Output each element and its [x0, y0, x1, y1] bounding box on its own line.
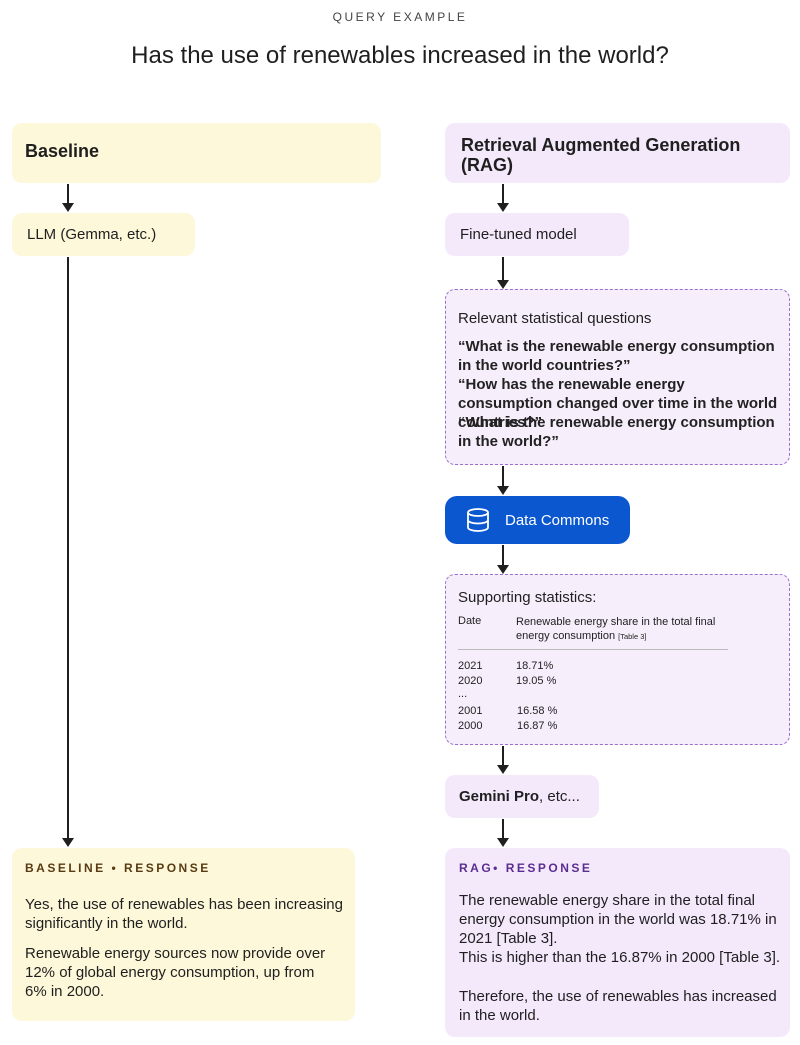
rag-header-box: Retrieval Augmented Generation (RAG)	[445, 123, 790, 183]
stats-title: Supporting statistics:	[458, 589, 597, 606]
rag-response-p3: Therefore, the use of renewables has inc…	[459, 988, 777, 1024]
data-commons-node: Data Commons	[445, 496, 630, 544]
stats-date-1: 2020	[458, 675, 483, 687]
baseline-response-box: BASELINE • RESPONSE Yes, the use of rene…	[12, 848, 355, 1021]
rag-model-box: Fine-tuned model	[445, 213, 629, 256]
arrow-rag-5	[497, 746, 509, 774]
rag-title: Retrieval Augmented Generation (RAG)	[461, 135, 741, 175]
eyebrow: QUERY EXAMPLE	[332, 10, 468, 24]
stats-date-4: 2000	[458, 720, 483, 732]
baseline-response-p2: Renewable energy sources now provide ove…	[25, 945, 326, 1000]
rag-response-p2: This is higher than the 16.87% in 2000 […	[459, 949, 781, 966]
rag-response-box: RAG• RESPONSE The renewable energy share…	[445, 848, 790, 1037]
database-icon	[465, 507, 491, 537]
gemini-box: Gemini Pro, etc...	[445, 775, 599, 818]
baseline-title: Baseline	[25, 141, 100, 161]
stats-value-1: 19.05 %	[516, 675, 557, 687]
arrow-baseline-1	[62, 184, 74, 212]
data-commons-label: Data Commons	[505, 512, 610, 529]
stats-col-value-text: Renewable energy share in the total fina…	[516, 616, 716, 642]
questions-title: Relevant statistical questions	[458, 310, 652, 327]
rag-response-label: RAG• RESPONSE	[459, 861, 593, 875]
question-1: “What is the renewable energy consumptio…	[458, 338, 775, 374]
baseline-header-box: Baseline	[12, 123, 381, 183]
stats-date-3: 2001	[458, 705, 483, 717]
stats-col-ref: [Table 3]	[618, 632, 647, 641]
arrow-rag-1	[497, 184, 509, 212]
baseline-response-p1: Yes, the use of renewables has been incr…	[25, 896, 343, 932]
arrow-rag-4	[497, 545, 509, 574]
baseline-model-label: LLM (Gemma, etc.)	[27, 226, 157, 243]
rag-response-p1: The renewable energy share in the total …	[459, 892, 777, 947]
gemini-label-bold: Gemini Pro	[459, 788, 540, 805]
gemini-label: Gemini Pro, etc...	[459, 788, 580, 805]
stats-value-3: 16.58 %	[517, 705, 558, 717]
question-3: “What is the renewable energy consumptio…	[458, 414, 775, 450]
supporting-stats-box: Supporting statistics: Date Renewable en…	[445, 574, 790, 745]
questions-box: Relevant statistical questions “What is …	[445, 289, 790, 465]
baseline-response-label: BASELINE • RESPONSE	[25, 861, 211, 875]
question-2: “How has the renewable energy consumptio…	[458, 376, 778, 431]
arrow-baseline-long	[62, 257, 74, 847]
stats-value-4: 16.87 %	[517, 720, 558, 732]
stats-value-0: 18.71%	[516, 660, 554, 672]
arrow-rag-2	[497, 257, 509, 289]
page-title: Has the use of renewables increased in t…	[131, 42, 669, 69]
arrow-rag-6	[497, 819, 509, 847]
arrow-rag-3	[497, 466, 509, 495]
stats-date-0: 2021	[458, 660, 483, 672]
stats-col-value: Renewable energy share in the total fina…	[516, 615, 716, 644]
stats-divider	[458, 649, 728, 650]
baseline-model-box: LLM (Gemma, etc.)	[12, 213, 195, 256]
stats-date-2: ...	[458, 688, 468, 700]
gemini-label-rest: , etc...	[539, 788, 580, 805]
stats-col-date: Date	[458, 615, 482, 627]
rag-model-label: Fine-tuned model	[460, 226, 577, 243]
